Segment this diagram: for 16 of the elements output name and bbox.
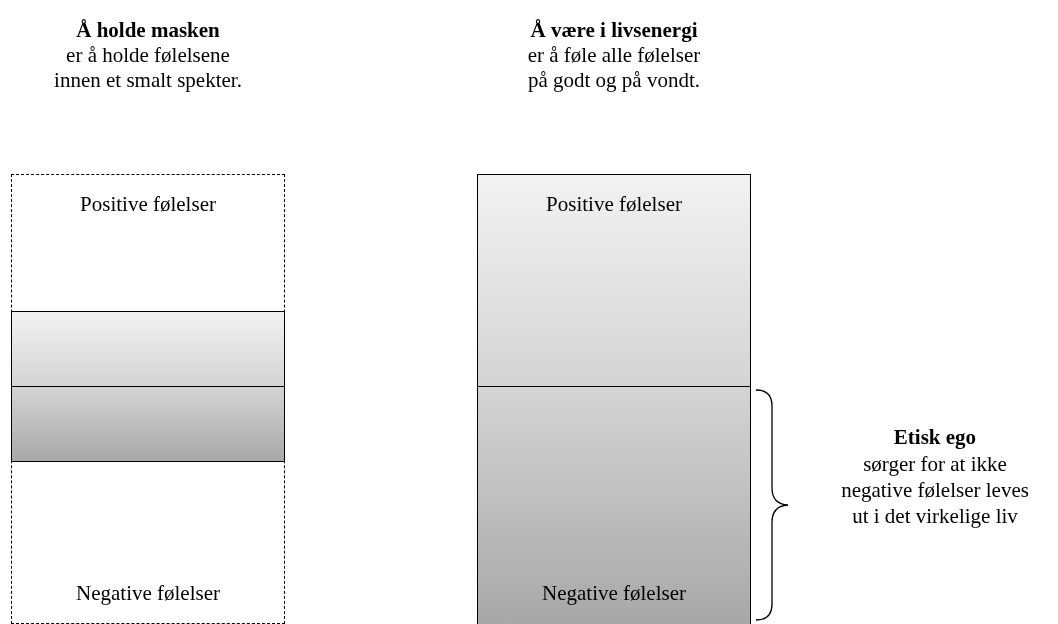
solid-frame: [477, 174, 751, 624]
gradient-band: [11, 386, 285, 462]
note-heading: Etisk ego: [892, 425, 978, 450]
feeling-label: Positive følelser: [545, 192, 683, 217]
upper-section: [477, 174, 751, 387]
gradient-band: [11, 311, 285, 387]
feeling-label: Positive følelser: [79, 192, 217, 217]
heading: Å holde masken: [75, 18, 221, 43]
note-text: sørger for at ikke negative følelser leves ut i det virkelige liv: [840, 451, 1030, 529]
heading: Å være i livsenergi: [529, 18, 699, 43]
subheading: er å føle alle følelser på godt og på vondt.: [526, 43, 702, 93]
lower-section: [477, 386, 751, 624]
subheading: er å holde følelsene innen et smalt spekter.: [53, 43, 243, 93]
feeling-label: Negative følelser: [541, 581, 687, 606]
feeling-label: Negative følelser: [75, 581, 221, 606]
dashed-frame: [11, 174, 285, 624]
